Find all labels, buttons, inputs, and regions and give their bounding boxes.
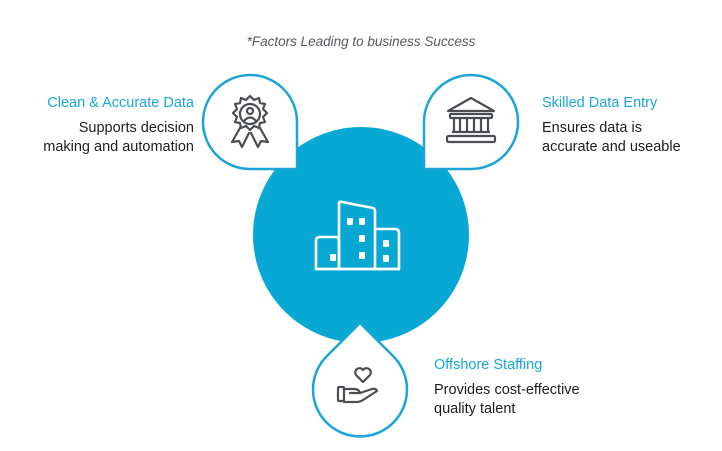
bank-building-icon — [445, 96, 497, 144]
factor-description: Supports decision making and automation — [43, 120, 194, 155]
diagram-caption: *Factors Leading to business Success — [246, 34, 476, 49]
factor-title: Offshore Staffing — [434, 357, 543, 373]
buildings-icon — [314, 200, 401, 271]
factor-label-offshore-staffing: Offshore Staffing Provides cost-effectiv… — [434, 357, 580, 419]
factor-description: Ensures data is accurate and useable — [542, 120, 681, 155]
building-windows — [330, 218, 389, 262]
factor-title: Skilled Data Entry — [542, 95, 658, 111]
award-ribbon-user-icon — [230, 94, 270, 149]
heart-in-hand-icon — [336, 367, 379, 404]
factor-label-skilled-data-entry: Skilled Data Entry Ensures data is accur… — [542, 95, 681, 157]
factor-title: Clean & Accurate Data — [47, 95, 194, 111]
factor-label-clean-accurate-data: Clean & Accurate Data Supports decision … — [43, 95, 194, 157]
drop-clean-accurate-data — [201, 73, 299, 171]
drop-offshore-staffing — [311, 321, 409, 438]
drop-skilled-data-entry — [422, 73, 520, 171]
factor-description: Provides cost-effective quality talent — [434, 382, 580, 417]
